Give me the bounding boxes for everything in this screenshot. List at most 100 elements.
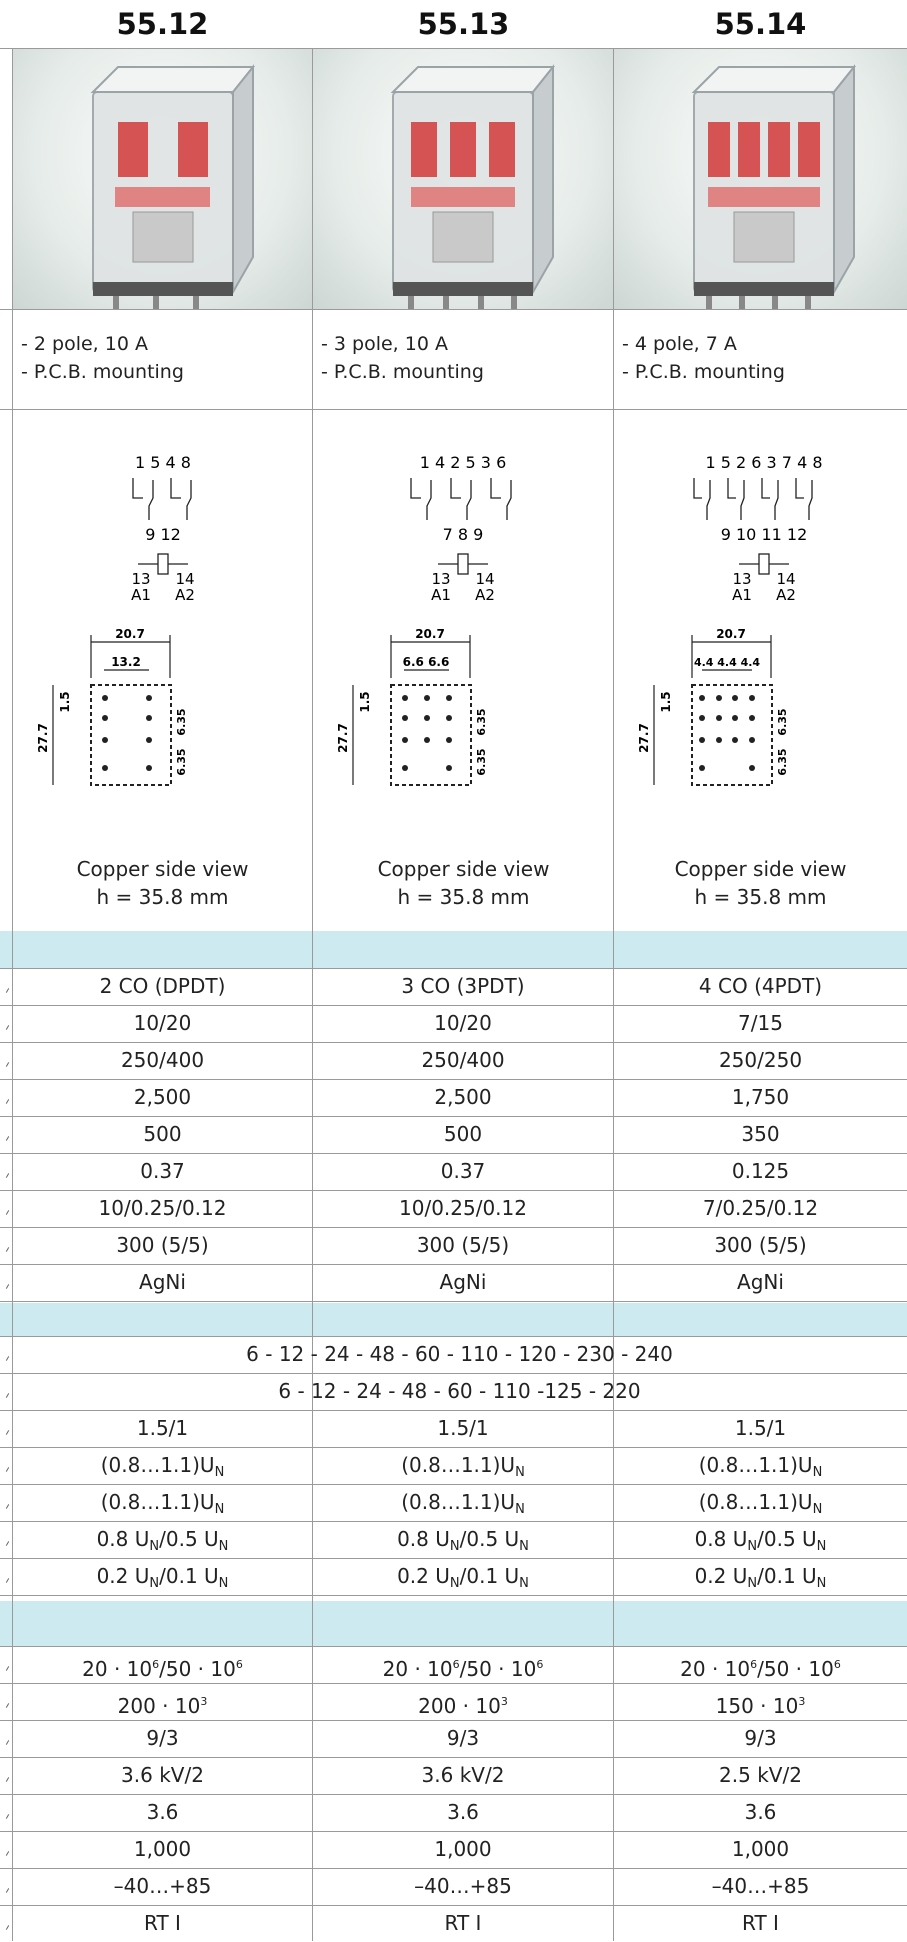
section-band-coil bbox=[0, 1303, 907, 1336]
caption-line: Copper side view bbox=[674, 857, 847, 881]
coil-terminal: A1 bbox=[732, 586, 752, 604]
spec-cell: –40…+85 bbox=[113, 1874, 212, 1898]
dimension-label: 20.7 bbox=[115, 627, 145, 641]
wiring-diagram-4-pole: 1 5 2 6 3 7 4 8 9 10 11 12 13 14 A1 A2 bbox=[614, 450, 907, 820]
spec-cell: 200 · 103 bbox=[418, 1694, 508, 1718]
spec-cell: –40…+85 bbox=[711, 1874, 810, 1898]
spec-cell: 200 · 103 bbox=[117, 1694, 208, 1718]
row-label-stub bbox=[0, 1410, 12, 1447]
grid-line bbox=[0, 1794, 907, 1795]
dimension-label: 1.5 bbox=[659, 691, 673, 712]
spec-cell: 500 bbox=[143, 1122, 182, 1146]
grid-line bbox=[0, 1336, 907, 1337]
copper-side-caption: Copper side view h = 35.8 mm bbox=[313, 855, 614, 911]
dimension-label: 27.7 bbox=[637, 723, 651, 753]
spec-cell: AgNi bbox=[737, 1270, 784, 1294]
spec-cell: 1,000 bbox=[731, 1837, 790, 1861]
model-header-3: 55.14 bbox=[714, 7, 807, 41]
caption-line: h = 35.8 mm bbox=[397, 885, 530, 909]
row-label-stub bbox=[0, 1116, 12, 1153]
row-label-stub bbox=[0, 1264, 12, 1301]
row-label-stub bbox=[0, 1079, 12, 1116]
grid-line bbox=[0, 1264, 907, 1265]
spec-cell: 150 · 103 bbox=[715, 1694, 806, 1718]
spec-cell: 1,000 bbox=[434, 1837, 492, 1861]
coil-terminal: 13 bbox=[131, 570, 150, 588]
spec-cell: 0.8 UN/0.5 UN bbox=[397, 1527, 529, 1554]
spec-cell: 9/3 bbox=[146, 1726, 179, 1750]
spec-cell: 3.6 bbox=[744, 1800, 777, 1824]
coil-terminal: A2 bbox=[475, 586, 495, 604]
terminal-numbers-mid: 9 12 bbox=[145, 525, 181, 544]
dimension-label: 6.35 bbox=[776, 708, 789, 735]
grid-line bbox=[0, 1905, 907, 1906]
spec-cell: RT I bbox=[444, 1911, 482, 1935]
coil-terminal: 14 bbox=[475, 570, 494, 588]
dimension-label: 6.35 bbox=[175, 708, 188, 735]
description-line: - P.C.B. mounting bbox=[622, 361, 785, 383]
dimension-label: 27.7 bbox=[36, 723, 50, 753]
spec-cell: 250/400 bbox=[120, 1048, 205, 1072]
grid-line bbox=[0, 1005, 907, 1006]
grid-line bbox=[0, 1301, 907, 1302]
dimension-label: 6.35 bbox=[475, 708, 488, 735]
spec-cell: 7/15 bbox=[738, 1011, 783, 1035]
row-label-stub bbox=[0, 1373, 12, 1410]
section-band-technical bbox=[0, 1601, 907, 1646]
row-label-stub bbox=[0, 1683, 12, 1720]
grid-line bbox=[0, 1757, 907, 1758]
spec-cell: 1.5/1 bbox=[734, 1416, 787, 1440]
grid-line bbox=[0, 1831, 907, 1832]
model-header-1: 55.12 bbox=[116, 7, 209, 41]
row-label-stub bbox=[0, 968, 12, 1005]
caption-line: h = 35.8 mm bbox=[694, 885, 827, 909]
spec-cell: 1.5/1 bbox=[437, 1416, 489, 1440]
row-label-stub bbox=[0, 1558, 12, 1595]
caption-line: Copper side view bbox=[377, 857, 550, 881]
dimension-label: 4.4 4.4 4.4 bbox=[694, 656, 760, 669]
spec-cell: 0.125 bbox=[731, 1159, 790, 1183]
description-3-pole: - 3 pole, 10 A - P.C.B. mounting bbox=[313, 330, 613, 386]
grid-line bbox=[0, 1042, 907, 1043]
spec-cell-span: 6 - 12 - 24 - 48 - 60 - 110 - 120 - 230 … bbox=[246, 1342, 673, 1366]
row-label-stub bbox=[0, 1757, 12, 1794]
spec-cell: 1,750 bbox=[731, 1085, 790, 1109]
spec-cell: (0.8…1.1)UN bbox=[698, 1490, 823, 1517]
grid-line bbox=[0, 409, 907, 410]
coil-terminal: 14 bbox=[175, 570, 194, 588]
row-label-stub bbox=[0, 1831, 12, 1868]
spec-cell: 2,500 bbox=[133, 1085, 192, 1109]
coil-terminal: 13 bbox=[431, 570, 450, 588]
grid-line bbox=[0, 1595, 907, 1596]
grid-line bbox=[0, 1646, 907, 1647]
spec-cell: 3.6 bbox=[447, 1800, 479, 1824]
description-line: - P.C.B. mounting bbox=[321, 361, 484, 383]
grid-line bbox=[0, 1558, 907, 1559]
dimension-label: 1.5 bbox=[358, 691, 372, 712]
spec-cell: AgNi bbox=[439, 1270, 487, 1294]
spec-cell: 1,000 bbox=[133, 1837, 192, 1861]
spec-cell: 20 · 106/50 · 106 bbox=[82, 1657, 243, 1681]
description-line: - P.C.B. mounting bbox=[21, 361, 184, 383]
spec-cell: 2,500 bbox=[434, 1085, 492, 1109]
spec-cell: 20 · 106/50 · 106 bbox=[680, 1657, 841, 1681]
spec-cell: 2.5 kV/2 bbox=[719, 1763, 802, 1787]
row-label-stub bbox=[0, 1720, 12, 1757]
spec-cell: (0.8…1.1)UN bbox=[698, 1453, 823, 1480]
row-label-stub bbox=[0, 1905, 12, 1942]
spec-cell: 1.5/1 bbox=[136, 1416, 189, 1440]
description-2-pole: - 2 pole, 10 A - P.C.B. mounting bbox=[13, 330, 312, 386]
terminal-numbers-mid: 9 10 11 12 bbox=[721, 525, 808, 544]
spec-cell: 300 (5/5) bbox=[416, 1233, 510, 1257]
coil-terminal: 14 bbox=[776, 570, 795, 588]
description-line: - 4 pole, 7 A bbox=[622, 333, 737, 355]
spec-cell: 7/0.25/0.12 bbox=[702, 1196, 819, 1220]
grid-line bbox=[0, 1116, 907, 1117]
grid-line bbox=[0, 1521, 907, 1522]
row-label-stub bbox=[0, 1521, 12, 1558]
row-label-stub bbox=[0, 1005, 12, 1042]
dimension-label: 20.7 bbox=[415, 627, 445, 641]
relay-photo-2-pole bbox=[13, 49, 312, 309]
grid-line bbox=[0, 1153, 907, 1154]
